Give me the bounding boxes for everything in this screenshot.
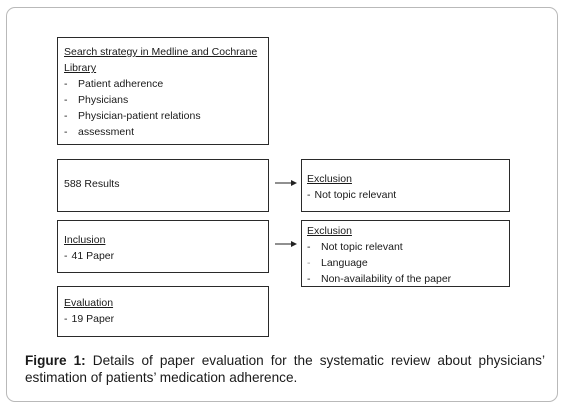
search-term-label: Patient adherence [78, 78, 164, 90]
exclusion-box-top: Exclusion - Not topic relevant [301, 159, 510, 212]
inclusion-item-label: 41 Paper [71, 250, 115, 262]
bullet-dash: - [307, 241, 311, 253]
bullet-dash: - [64, 78, 68, 90]
evaluation-item: - 19 Paper [64, 311, 263, 327]
exclusion-box-bottom: Exclusion - Not topic relevant - Languag… [301, 220, 510, 287]
bullet-dash: - [64, 94, 68, 106]
exclusion-title: Exclusion [307, 173, 352, 185]
bullet-dash: - [307, 273, 311, 285]
figure-caption: Figure 1: Details of paper evaluation fo… [25, 352, 545, 386]
exclusion-item-label: Not topic relevant [321, 241, 403, 253]
search-term-item: - Physician-patient relations [64, 108, 263, 124]
figure-caption-text: Details of paper evaluation for the syst… [25, 353, 545, 385]
bullet-dash: - [64, 126, 68, 138]
evaluation-box: Evaluation - 19 Paper [57, 286, 269, 337]
exclusion-item-label: Not topic relevant [314, 189, 397, 201]
exclusion-item: - Not topic relevant [307, 187, 504, 203]
arrow-to-exclusion-bottom [275, 239, 297, 249]
inclusion-box: Inclusion - 41 Paper [57, 220, 269, 273]
exclusion-item-label: Non-availability of the paper [321, 273, 452, 285]
evaluation-item-label: 19 Paper [71, 313, 115, 325]
bullet-dash: - [64, 250, 68, 262]
evaluation-title: Evaluation [64, 297, 114, 309]
figure-label: Figure 1: [25, 353, 86, 368]
search-term-item: - Physicians [64, 92, 263, 108]
search-term-label: Physicians [78, 94, 129, 106]
search-term-item: - Patient adherence [64, 76, 263, 92]
bullet-dash: - [64, 313, 68, 325]
exclusion-item: - Non-availability of the paper [307, 271, 504, 287]
search-strategy-box: Search strategy in Medline and Cochrane … [57, 37, 269, 145]
results-box: 588 Results [57, 159, 269, 212]
search-term-item: - assessment [64, 124, 263, 140]
bullet-dash: - [307, 257, 311, 269]
search-strategy-title: Search strategy in Medline and Cochrane … [64, 46, 258, 74]
exclusion-item: - Not topic relevant [307, 239, 504, 255]
inclusion-item: - 41 Paper [64, 248, 263, 264]
bullet-dash: - [307, 189, 311, 201]
exclusion-title: Exclusion [307, 225, 352, 237]
exclusion-item: - Language [307, 255, 504, 271]
bullet-dash: - [64, 110, 68, 122]
exclusion-item-label: Language [321, 257, 368, 269]
search-term-label: assessment [78, 126, 135, 138]
search-term-label: Physician-patient relations [78, 110, 201, 122]
results-count: 588 Results [64, 178, 120, 190]
arrow-to-exclusion-top [275, 178, 297, 188]
inclusion-title: Inclusion [64, 234, 106, 246]
